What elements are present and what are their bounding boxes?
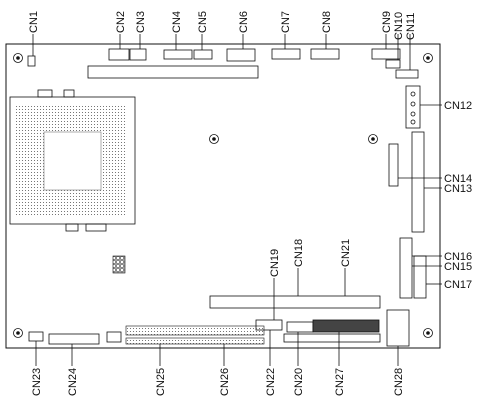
label-cn8: CN8: [321, 11, 333, 33]
cn15-16-header: [399, 237, 413, 299]
label-cn16: CN16: [444, 251, 472, 263]
label-cn5: CN5: [197, 11, 209, 33]
label-cn26: CN26: [219, 368, 231, 396]
cn25-sodimm-pins: [125, 325, 265, 345]
cn27-connector: [312, 319, 380, 333]
label-cn25: CN25: [155, 368, 167, 396]
label-cn6: CN6: [238, 11, 250, 33]
cn13-header: [411, 131, 425, 233]
cn27-lower-row: [283, 333, 381, 343]
cn18-header: [209, 295, 381, 309]
mounting-holes: [13, 53, 433, 338]
dip-switch: [112, 255, 126, 274]
leader-lines: [32, 34, 442, 366]
label-cn10: CN10: [393, 12, 405, 40]
label-cn20: CN20: [293, 368, 305, 396]
label-cn17: CN17: [444, 279, 472, 291]
cn25-header-small: [106, 331, 122, 343]
label-cn4: CN4: [171, 11, 183, 33]
label-cn13: CN13: [444, 183, 472, 195]
connector-labels: CN1 CN2 CN3 CN4 CN5 CN6 CN7 CN8 CN9 CN10…: [28, 11, 472, 396]
cn19-header: [255, 319, 283, 331]
label-cn14: CN14: [444, 173, 472, 185]
label-cn1: CN1: [28, 11, 40, 33]
label-cn19: CN19: [269, 249, 281, 277]
label-cn15: CN15: [444, 261, 472, 273]
label-cn11: CN11: [405, 13, 417, 40]
cn1-jumper: [27, 55, 36, 67]
label-cn18: CN18: [293, 239, 305, 267]
label-cn23: CN23: [31, 368, 43, 396]
label-cn27: CN27: [334, 368, 346, 396]
label-cn12: CN12: [444, 100, 472, 112]
ide-connector-top: [87, 65, 259, 79]
cn24-header: [48, 333, 100, 345]
cn14-header: [388, 143, 399, 187]
label-cn21: CN21: [340, 239, 352, 267]
cn12-power-connector: [405, 85, 421, 129]
label-cn9: CN9: [381, 11, 393, 33]
cpu-socket: [9, 89, 136, 232]
label-cn24: CN24: [67, 368, 79, 396]
label-cn3: CN3: [135, 11, 147, 33]
label-cn2: CN2: [115, 11, 127, 33]
label-cn22: CN22: [265, 368, 277, 396]
label-cn28: CN28: [393, 368, 405, 396]
label-cn7: CN7: [280, 11, 292, 33]
